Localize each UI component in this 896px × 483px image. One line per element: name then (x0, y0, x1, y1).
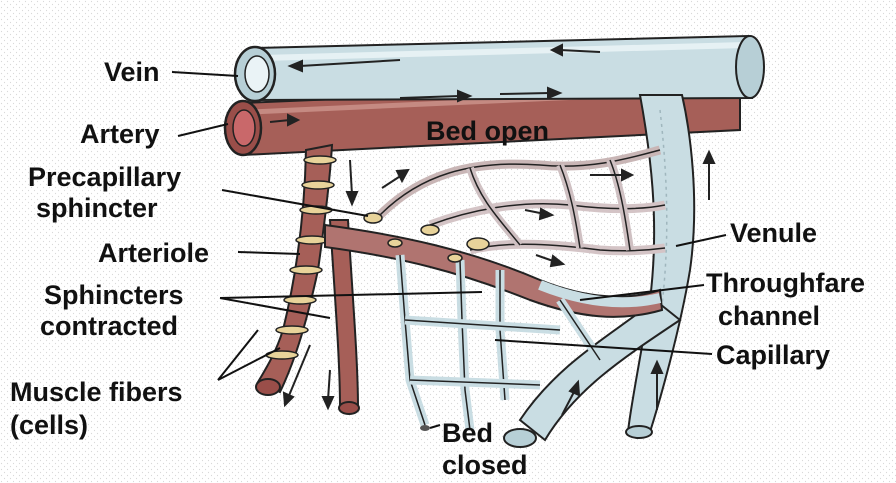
label-bed-open: Bed open (426, 116, 549, 146)
label-thoroughfare-line2: channel (718, 301, 820, 331)
label-venule: Venule (730, 218, 817, 248)
vein-vessel (235, 36, 764, 101)
label-sphincters-line2: contracted (40, 311, 178, 341)
label-muscle-fibers-line2: (cells) (10, 410, 88, 440)
label-muscle-fibers-line1: Muscle fibers (10, 377, 183, 407)
label-sphincters-line1: Sphincters (44, 280, 184, 310)
capillary-end (420, 425, 430, 431)
label-bed-closed-line2: closed (442, 450, 528, 480)
label-arteriole: Arteriole (98, 238, 209, 268)
label-precapillary-line1: Precapillary (28, 162, 181, 192)
label-thoroughfare-line1: Throughfare (706, 268, 865, 298)
label-vein: Vein (104, 57, 160, 87)
label-capillary: Capillary (716, 340, 830, 370)
label-bed-closed-line1: Bed (442, 418, 493, 448)
label-artery: Artery (80, 119, 160, 149)
label-precapillary-line2: sphincter (36, 193, 158, 223)
